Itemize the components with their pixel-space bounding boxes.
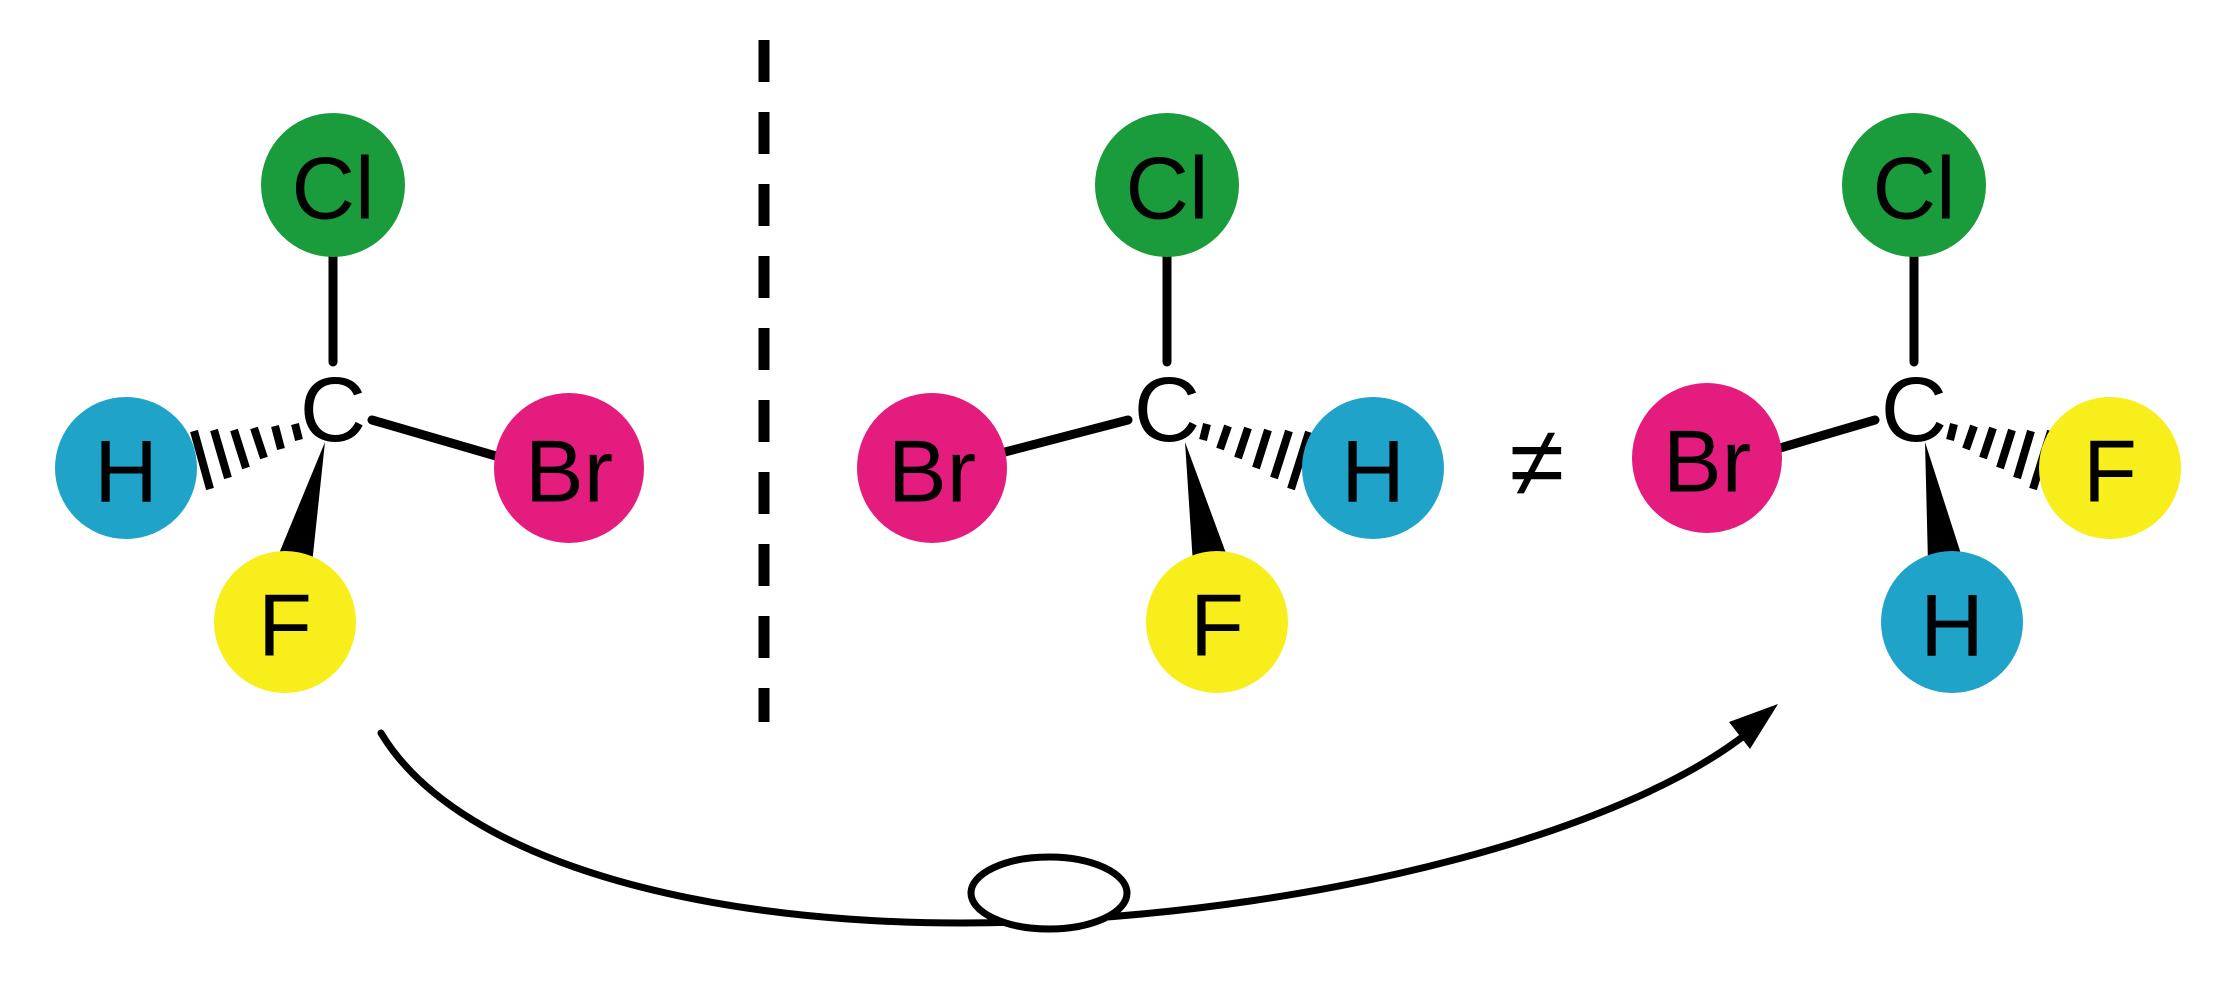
hash-mark (1216, 424, 1232, 451)
solid-wedge-c-f (1185, 442, 1227, 564)
atom-f-circle (214, 551, 356, 693)
atom-c-label: C (300, 359, 366, 461)
atom-br-circle (494, 393, 644, 543)
atom-f-circle (2039, 397, 2181, 539)
hash-mark (190, 429, 214, 491)
hash-mark (250, 426, 268, 460)
atom-c-label: C (1881, 359, 1947, 461)
atom-f-label: F (1190, 576, 1244, 675)
atom-br-label: Br (888, 422, 976, 521)
not-equal-symbol: ≠ (1510, 406, 1565, 518)
atom-br-label: Br (525, 422, 613, 521)
hash-mark (1287, 430, 1313, 491)
hash-mark (210, 428, 232, 480)
atom-f-label: F (2083, 422, 2137, 521)
hashed-wedge-c-f (1946, 423, 2055, 491)
atom-h-circle (55, 397, 197, 539)
atom-br-circle (1632, 383, 1782, 533)
hash-mark (1252, 428, 1272, 470)
atom-br-circle (857, 393, 1007, 543)
hash-mark (1996, 428, 2016, 470)
atom-h-label: H (1341, 422, 1405, 521)
hashed-wedge-c-h (1199, 423, 1313, 491)
bond-c-br (1000, 415, 1133, 457)
atom-cl-circle (1095, 113, 1239, 257)
atom-cl-circle (1842, 113, 1986, 257)
rotation-arrowhead (1729, 704, 1778, 749)
bond-c-br (1775, 415, 1880, 453)
atom-c-label: C (1134, 359, 1200, 461)
atom-h-circle (1302, 397, 1444, 539)
hash-mark (1199, 423, 1211, 441)
solid-wedge-c-h (1925, 442, 1962, 563)
atom-f-circle (1146, 551, 1288, 693)
hash-mark (1962, 424, 1978, 451)
hash-mark (2013, 429, 2035, 480)
molecule-middle: Cl C Br H F (857, 113, 1444, 693)
hash-mark (1234, 426, 1252, 460)
hash-mark (230, 428, 250, 470)
hash-mark (1270, 429, 1293, 480)
hash-mark (1979, 426, 1997, 460)
atom-cl-label: Cl (291, 139, 374, 238)
molecule-left: Cl C H Br F (55, 113, 644, 693)
hash-mark (291, 423, 303, 441)
rotation-axis-ellipse (967, 853, 1131, 933)
hash-mark (1946, 423, 1958, 441)
hashed-wedge-c-h (190, 423, 303, 491)
rotation-arrow (377, 704, 1778, 933)
atom-f-label: F (258, 576, 312, 675)
molecule-right: Cl C Br F H (1632, 113, 2181, 693)
hash-mark (271, 424, 285, 451)
atom-cl-circle (261, 113, 405, 257)
atom-cl-label: Cl (1872, 139, 1955, 238)
atom-br-label: Br (1663, 412, 1751, 511)
solid-wedge-c-f (278, 442, 325, 564)
bond-c-br (367, 415, 501, 461)
atom-h-label: H (94, 422, 158, 521)
atom-cl-label: Cl (1125, 139, 1208, 238)
atom-h-label: H (1920, 576, 1984, 675)
atom-h-circle (1881, 551, 2023, 693)
